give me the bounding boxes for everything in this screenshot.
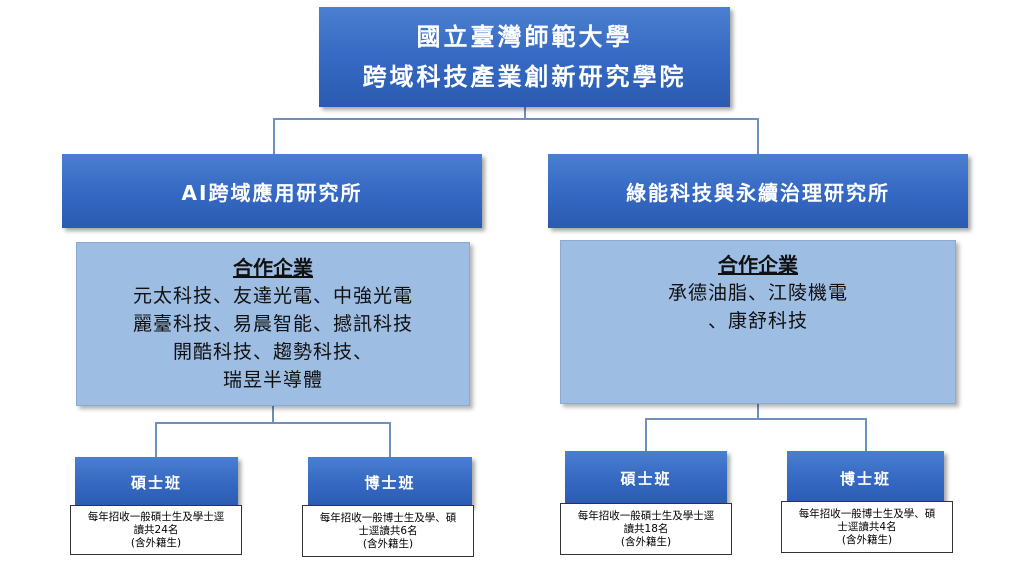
left-masters-desc-line: (含外籍生) [130, 536, 182, 549]
college-name: 國立臺灣師範大學 [416, 23, 633, 51]
right-phd-desc-line: (含外籍生) [841, 533, 893, 546]
right-masters-box: 碩士班 [565, 451, 727, 505]
right-partners-line: 、康舒科技 [707, 310, 808, 332]
left-partners-line: 瑞昱半導體 [222, 369, 323, 391]
college-subtitle: 跨域科技產業創新研究學院 [362, 63, 687, 91]
left-partners-line: 元太科技、友達光電、中強光電 [132, 285, 413, 307]
connector-to-right-phd [865, 418, 867, 452]
connector-right-programs-stem [757, 403, 759, 419]
right-phd-desc-line: 士逕讀共4名 [837, 520, 897, 533]
left-institute-name: AI跨域應用研究所 [181, 180, 363, 205]
left-partners-line: 開酷科技、趨勢科技、 [172, 341, 373, 363]
left-phd-desc-line: 每年招收一般博士生及學、碩 [319, 511, 457, 524]
connector-to-right-masters [645, 418, 647, 452]
left-phd-desc: 每年招收一般博士生及學、碩 士逕讀共6名 (含外籍生) [302, 505, 474, 557]
right-partners-line: 承德油脂、江陵機電 [667, 282, 848, 304]
right-phd-desc: 每年招收一般博士生及學、碩 士逕讀共4名 (含外籍生) [781, 501, 953, 553]
connector-to-left-institute [273, 118, 275, 154]
right-phd-label: 博士班 [839, 469, 891, 488]
left-partners-line: 麗臺科技、易晨智能、撼訊科技 [132, 313, 413, 335]
left-institute-box: AI跨域應用研究所 [62, 154, 482, 228]
left-masters-desc-line: 每年招收一般碩士生及學士逕 [87, 510, 225, 523]
right-masters-label: 碩士班 [620, 469, 672, 488]
left-phd-desc-line: (含外籍生) [362, 537, 414, 550]
right-phd-box: 博士班 [787, 451, 944, 505]
left-masters-desc: 每年招收一般碩士生及學士逕 讀共24名 (含外籍生) [70, 505, 242, 555]
right-partners-box: 合作企業 承德油脂、江陵機電 、康舒科技 [560, 240, 956, 404]
college-box: 國立臺灣師範大學 跨域科技產業創新研究學院 [319, 7, 730, 107]
connector-left-programs-stem [272, 405, 274, 423]
right-partners-heading: 合作企業 [718, 253, 798, 277]
connector-right-programs-horizontal [645, 418, 867, 420]
connector-college-horizontal [273, 118, 759, 120]
right-masters-desc: 每年招收一般碩士生及學士逕 讀共18名 (含外籍生) [560, 503, 732, 555]
left-partners-heading: 合作企業 [233, 256, 313, 280]
connector-to-right-institute [757, 118, 759, 154]
left-masters-label: 碩士班 [130, 473, 182, 492]
connector-to-left-masters [155, 422, 157, 458]
connector-left-programs-horizontal [155, 422, 391, 424]
left-phd-label: 博士班 [364, 473, 416, 492]
left-masters-desc-line: 讀共24名 [133, 523, 179, 536]
right-masters-desc-line: (含外籍生) [620, 535, 672, 548]
connector-college-stem [524, 107, 526, 119]
right-institute-box: 綠能科技與永續治理研究所 [548, 154, 968, 228]
connector-to-left-phd [389, 422, 391, 458]
left-partners-box: 合作企業 元太科技、友達光電、中強光電 麗臺科技、易晨智能、撼訊科技 開酷科技、… [76, 242, 470, 406]
right-phd-desc-line: 每年招收一般博士生及學、碩 [798, 507, 936, 520]
left-phd-desc-line: 士逕讀共6名 [358, 524, 418, 537]
right-masters-desc-line: 每年招收一般碩士生及學士逕 [577, 509, 715, 522]
right-institute-name: 綠能科技與永續治理研究所 [626, 180, 890, 205]
left-phd-box: 博士班 [308, 457, 472, 507]
left-masters-box: 碩士班 [75, 457, 238, 507]
right-masters-desc-line: 讀共18名 [623, 522, 669, 535]
